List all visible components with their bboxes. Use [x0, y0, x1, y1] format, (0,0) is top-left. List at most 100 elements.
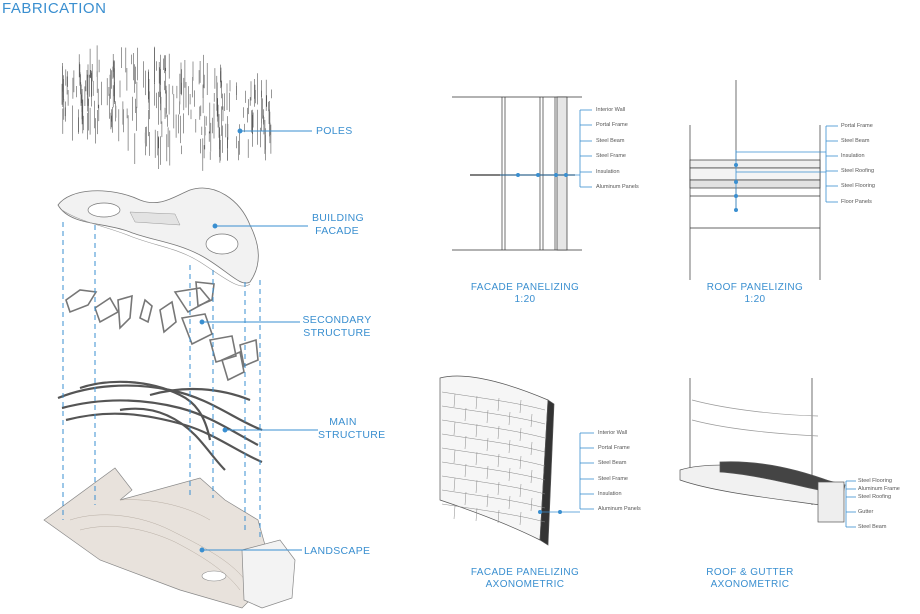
panel-joint	[464, 407, 467, 422]
panel-joint	[464, 435, 467, 450]
gutter-item-steel-beam: Steel Beam	[858, 524, 887, 530]
panel-joint	[475, 451, 478, 466]
panel-joint	[441, 475, 546, 495]
panel-joint	[486, 409, 489, 424]
panel-joint	[519, 455, 522, 470]
panel-joint	[530, 469, 533, 484]
facade-caption-line2: 1:20	[514, 294, 536, 305]
panel-joint	[486, 493, 489, 508]
panel-joint	[453, 477, 456, 492]
panel-joint	[497, 425, 500, 440]
panel-joint	[519, 427, 522, 442]
panel-joint	[475, 395, 478, 410]
main-label-line1: MAIN	[329, 416, 357, 428]
secondary-structure-label: SECONDARY STRUCTURE	[302, 314, 372, 340]
facade-item-portal-frame: Portal Frame	[596, 122, 628, 128]
facade-section-leaders	[500, 109, 592, 188]
gutter-item-aluminum-frame: Aluminum Frame	[858, 486, 900, 492]
axo-item-steel-beam: Steel Beam	[598, 460, 627, 466]
roof-item-steel-beam: Steel Beam	[841, 138, 870, 144]
secondary-structure-drawing	[65, 281, 259, 382]
panel-joint	[508, 495, 511, 510]
roof-gutter-caption: ROOF & GUTTER AXONOMETRIC	[690, 567, 810, 591]
axo-item-interior-wall: Interior Wall	[598, 430, 628, 436]
facade-item-aluminum-panels: Aluminum Panels	[596, 184, 639, 190]
gutter-item-gutter: Gutter	[858, 509, 874, 515]
roof-gutter-leaders	[845, 480, 856, 528]
axo-item-aluminum-panels: Aluminum Panels	[598, 506, 641, 512]
panel-joint	[453, 449, 456, 464]
facade-item-insulation: Insulation	[596, 169, 620, 175]
panel-joint	[464, 463, 467, 478]
panel-joint	[519, 399, 522, 414]
secondary-label-line2: STRUCTURE	[303, 327, 371, 339]
gutter-item-steel-roofing: Steel Roofing	[858, 494, 892, 500]
axo-item-portal-frame: Portal Frame	[598, 445, 630, 451]
panel-joint	[486, 465, 489, 480]
facade-label-line2: FACADE	[315, 225, 359, 237]
roof-item-steel-flooring: Steel Flooring	[841, 183, 875, 189]
panel-joint	[475, 423, 478, 438]
page-title: FABRICATION	[2, 0, 107, 17]
roof-section-drawing	[689, 80, 821, 280]
gutter-item-steel-flooring: Steel Flooring	[858, 478, 892, 484]
panel-joint	[453, 393, 456, 408]
leader-lines	[199, 128, 318, 553]
panel-joint	[441, 489, 546, 509]
panel-joint	[497, 453, 500, 468]
panel-joint	[475, 507, 478, 522]
panel-joint	[441, 419, 546, 439]
panel-joint	[453, 421, 456, 436]
panel-joint	[475, 479, 478, 494]
panel-joint	[441, 405, 546, 425]
panel-joint	[497, 397, 500, 412]
roof-caption-line1: ROOF PANELIZING	[706, 282, 804, 293]
panel-joint	[519, 483, 522, 498]
panel-joint	[508, 439, 511, 454]
axo-item-steel-frame: Steel Frame	[598, 476, 628, 482]
landscape-label: LANDSCAPE	[304, 545, 371, 557]
axo-caption-line2: AXONOMETRIC	[485, 579, 565, 590]
gutter-caption-line1: ROOF & GUTTER	[706, 567, 794, 578]
roof-gutter-axonometric-drawing	[679, 378, 846, 523]
gutter-caption-line2: AXONOMETRIC	[710, 579, 790, 590]
panel-joint	[453, 505, 456, 520]
landscape-drawing	[43, 467, 296, 609]
panel-joint	[508, 467, 511, 482]
roof-section-leaders	[734, 125, 838, 212]
panel-joint	[530, 441, 533, 456]
panel-joint	[464, 491, 467, 506]
panel-joint	[530, 497, 533, 512]
facade-item-steel-beam: Steel Beam	[596, 138, 625, 144]
facade-item-steel-frame: Steel Frame	[596, 153, 626, 159]
poles-label: POLES	[316, 125, 353, 137]
panel-joint	[486, 437, 489, 452]
panel-joint	[441, 461, 546, 481]
facade-label-line1: BUILDING	[312, 212, 364, 224]
poles-drawing	[61, 45, 273, 171]
roof-item-steel-roofing: Steel Roofing	[841, 168, 875, 174]
roof-panelizing-caption: ROOF PANELIZING 1:20	[690, 282, 820, 306]
facade-axonometric-leaders	[538, 432, 594, 514]
panel-joint	[508, 411, 511, 426]
axo-caption-line1: FACADE PANELIZING	[470, 567, 580, 578]
panel-joint	[441, 447, 546, 467]
facade-axonometric-caption: FACADE PANELIZING AXONOMETRIC	[460, 567, 590, 591]
roof-item-portal-frame: Portal Frame	[841, 123, 873, 129]
facade-axonometric-panels	[441, 391, 546, 526]
facade-drawing	[57, 187, 259, 287]
panel-joint	[441, 433, 546, 453]
panel-joint	[497, 481, 500, 496]
facade-item-interior-wall: Interior Wall	[596, 107, 626, 113]
panel-joint	[497, 509, 500, 524]
facade-axonometric-drawing	[439, 375, 555, 546]
panel-joint	[519, 511, 522, 526]
alignment-guides	[62, 222, 261, 540]
secondary-label-line1: SECONDARY	[302, 314, 372, 326]
panel-joint	[441, 503, 546, 523]
roof-item-insulation: Insulation	[841, 153, 865, 159]
main-structure-drawing	[57, 380, 263, 471]
panel-joint	[530, 413, 533, 428]
